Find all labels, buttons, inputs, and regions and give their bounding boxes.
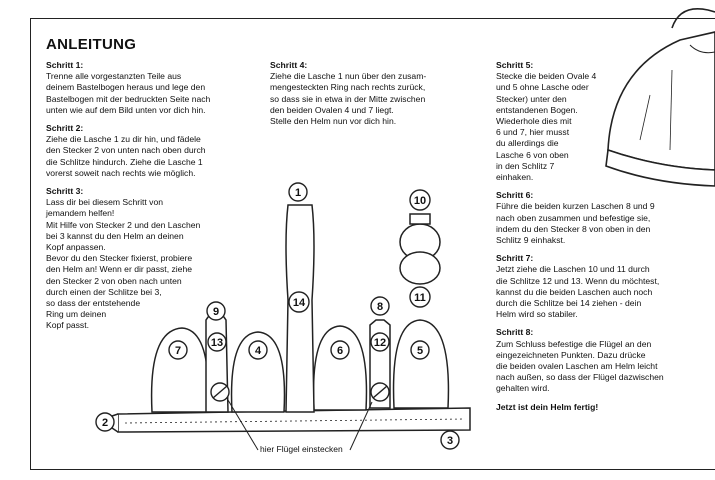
step-heading: Schritt 8: (496, 327, 534, 338)
step-text: Ziehe die Lasche 1 nun über den zusam- m… (270, 71, 427, 127)
label-1: 1 (288, 182, 308, 202)
step-heading: Schritt 6: (496, 190, 534, 201)
svg-text:13: 13 (211, 337, 223, 349)
label-10: 10 (409, 189, 431, 211)
step-heading: Schritt 3: (46, 186, 84, 197)
step-heading: Schritt 1: (46, 60, 84, 70)
step-heading: Schritt 2: (46, 123, 84, 134)
svg-text:12: 12 (374, 337, 386, 349)
page-title: ANLEITUNG (46, 36, 137, 53)
closing-text: Jetzt ist dein Helm fertig! (496, 401, 599, 412)
svg-text:5: 5 (417, 345, 423, 357)
oval-part-4 (230, 331, 286, 413)
label-7: 7 (168, 340, 188, 360)
step-text: Jetzt ziehe die Laschen 10 und 11 durch … (496, 264, 660, 320)
column-left: Schritt 1: Trenne alle vorgestanzten Tei… (46, 60, 268, 339)
step-6: Schritt 6: Führe die beiden kurzen Lasch… (496, 190, 696, 246)
wing-part-11 (399, 251, 441, 285)
step-text: Trenne alle vorgestanzten Teile aus dein… (46, 71, 211, 115)
step-text: Stecke die beiden Ovale 4 und 5 ohne Las… (496, 71, 597, 183)
step-7: Schritt 7: Jetzt ziehe die Laschen 10 un… (496, 253, 696, 320)
step-text: Zum Schluss befestige die Flügel an den … (496, 338, 664, 394)
svg-text:14: 14 (293, 297, 306, 309)
label-13: 13 (207, 332, 227, 352)
step-text: Führe die beiden kurzen Laschen 8 und 9 … (496, 201, 655, 246)
step-heading: Schritt 5: (496, 60, 534, 70)
svg-text:2: 2 (102, 417, 108, 429)
column-middle: Schritt 4: Ziehe die Lasche 1 nun über d… (270, 60, 490, 134)
label-12: 12 (370, 332, 390, 352)
label-3: 3 (440, 430, 460, 450)
svg-text:8: 8 (377, 301, 383, 313)
svg-text:4: 4 (255, 345, 262, 357)
step-5: Schritt 5: Stecke die beiden Ovale 4 und… (496, 60, 616, 183)
step-8: Schritt 8: Zum Schluss befestige die Flü… (496, 327, 696, 394)
oval-part-5 (392, 319, 450, 409)
step-text: Ziehe die Lasche 1 zu dir hin, und fädel… (46, 134, 206, 178)
step-1: Schritt 1: Trenne alle vorgestanzten Tei… (46, 60, 268, 116)
wing-caption: hier Flügel einstecken (260, 444, 343, 454)
svg-text:3: 3 (447, 435, 453, 447)
label-6: 6 (330, 340, 350, 360)
label-8: 8 (370, 296, 390, 316)
svg-text:9: 9 (213, 306, 219, 318)
svg-text:11: 11 (414, 292, 426, 304)
label-9: 9 (206, 301, 226, 321)
step-2: Schritt 2: Ziehe die Lasche 1 zu dir hin… (46, 123, 268, 179)
svg-text:7: 7 (175, 345, 181, 357)
step-heading: Schritt 4: (270, 60, 308, 70)
label-2: 2 (95, 412, 115, 432)
label-4: 4 (248, 340, 268, 360)
step-heading: Schritt 7: (496, 253, 534, 264)
step-text: Lass dir bei diesem Schritt von jemandem… (46, 197, 201, 331)
column-right: Schritt 5: Stecke die beiden Ovale 4 und… (496, 60, 696, 413)
svg-text:6: 6 (337, 345, 343, 357)
step-3: Schritt 3: Lass dir bei diesem Schritt v… (46, 186, 268, 332)
oval-part-6 (312, 325, 368, 411)
svg-text:10: 10 (414, 195, 426, 207)
svg-text:1: 1 (295, 187, 301, 199)
pointer-lines (227, 399, 373, 451)
label-14: 14 (288, 291, 310, 313)
label-5: 5 (410, 340, 430, 360)
label-11: 11 (409, 286, 431, 308)
step-4: Schritt 4: Ziehe die Lasche 1 nun über d… (270, 60, 490, 127)
helmet-illustration (605, 8, 715, 187)
